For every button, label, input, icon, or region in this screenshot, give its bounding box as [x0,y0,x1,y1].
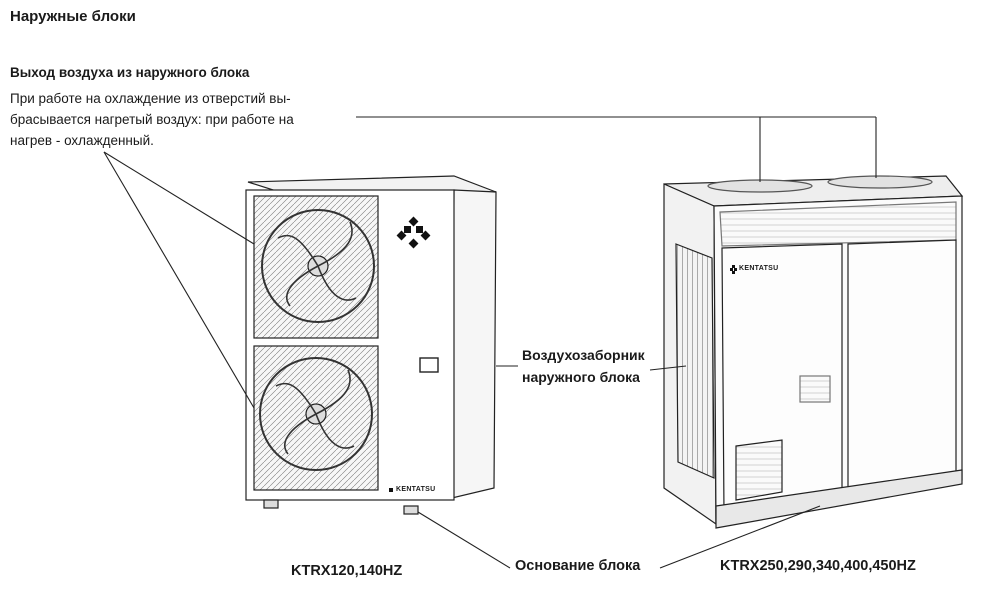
fan-icon [261,209,375,323]
leader-lines [103,116,877,569]
model-small-label: KTRX120,140HZ [291,563,403,579]
page-title: Наружные блоки [10,8,136,25]
large-outdoor-unit [663,175,964,529]
brand-label-large: KENTATSU [739,265,779,272]
fan-icon [259,357,373,471]
kentatsu-logo-icon [730,265,737,274]
brand-label-small: KENTATSU [396,486,436,493]
kentatsu-logo-icon [396,216,431,249]
outlet-heading: Выход воздуха из наружного блока [10,65,250,80]
small-outdoor-unit [245,175,497,515]
outlet-description: При работе на охлаждение из отверстий вы… [10,91,294,148]
intake-label: Воздухозаборник наружного блока [522,347,645,385]
model-large-label: KTRX250,290,340,400,450HZ [720,558,916,574]
base-label: Основание блока [515,558,641,574]
